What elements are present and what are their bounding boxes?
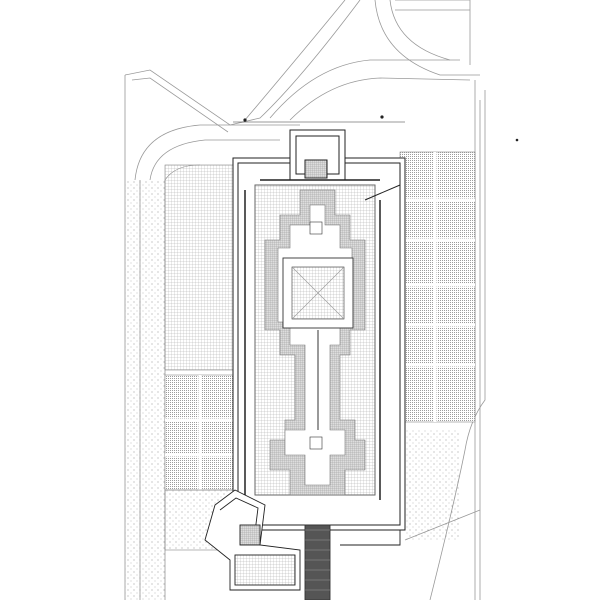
courtyard-pattern <box>264 189 366 496</box>
left-strip <box>124 75 166 600</box>
grid-markers <box>233 115 519 142</box>
south-wing <box>204 489 401 600</box>
hatched-areas <box>164 151 476 551</box>
